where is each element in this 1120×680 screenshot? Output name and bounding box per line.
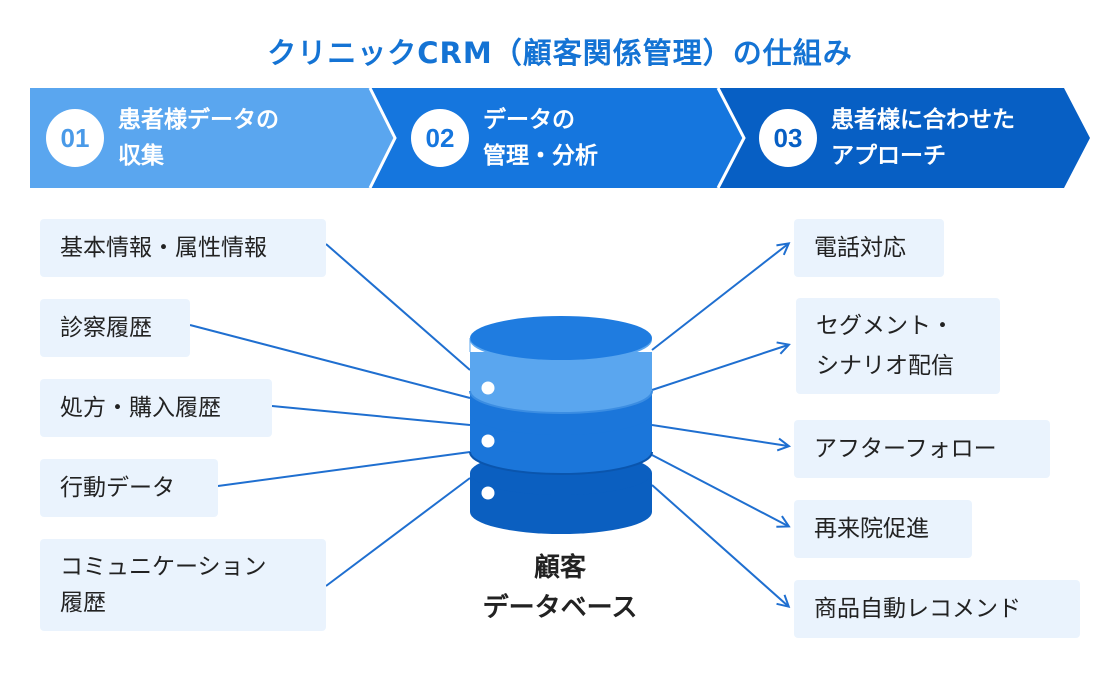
step-label: 患者様データの 収集 (118, 107, 279, 169)
output-arrow (651, 244, 788, 351)
connector-line (325, 477, 471, 587)
input-item-medical-history: 診察履歴 (40, 299, 190, 357)
input-item-purchase-history: 処方・購入履歴 (40, 379, 272, 437)
db-indicator-dot (481, 434, 495, 448)
db-indicator-dot (481, 381, 495, 395)
output-item-revisit: 再来院促進 (794, 500, 972, 558)
output-arrows (651, 244, 788, 606)
step-3-chevron (718, 88, 1090, 188)
connector-line (271, 405, 471, 426)
output-arrow (651, 424, 788, 446)
step-1: 01 患者様データの 収集 (46, 88, 279, 188)
output-item-phone: 電話対応 (794, 219, 944, 277)
step-number: 03 (759, 109, 817, 167)
step-label: 患者様に合わせた アプローチ (831, 107, 1015, 169)
connector-line (325, 243, 471, 371)
output-arrow (651, 454, 788, 526)
step-number: 01 (46, 109, 104, 167)
step-3: 03 患者様に合わせた アプローチ (759, 88, 1015, 188)
step-1-chevron (30, 88, 395, 188)
input-connectors (189, 243, 471, 587)
step-number: 02 (411, 109, 469, 167)
step-label: データの 管理・分析 (483, 107, 598, 169)
input-item-basic-info: 基本情報・属性情報 (40, 219, 326, 277)
connector-line (189, 324, 471, 399)
input-item-communication-history: コミュニケーション 履歴 (40, 539, 326, 631)
step-2-chevron (370, 88, 744, 188)
database-icon (469, 316, 653, 534)
output-item-recommend: 商品自動レコメンド (794, 580, 1080, 638)
output-arrow (651, 484, 788, 606)
db-indicator-dot (481, 486, 495, 500)
output-arrow (651, 345, 788, 391)
database-label: 顧客 データベース (482, 553, 638, 623)
connector-line (217, 451, 471, 487)
input-item-behavior-data: 行動データ (40, 459, 218, 517)
output-item-segment-delivery: セグメント・ シナリオ配信 (796, 298, 1000, 394)
step-2: 02 データの 管理・分析 (411, 88, 598, 188)
page-title: クリニックCRM（顧客関係管理）の仕組み (267, 36, 853, 70)
output-item-aftercare: アフターフォロー (794, 420, 1050, 478)
